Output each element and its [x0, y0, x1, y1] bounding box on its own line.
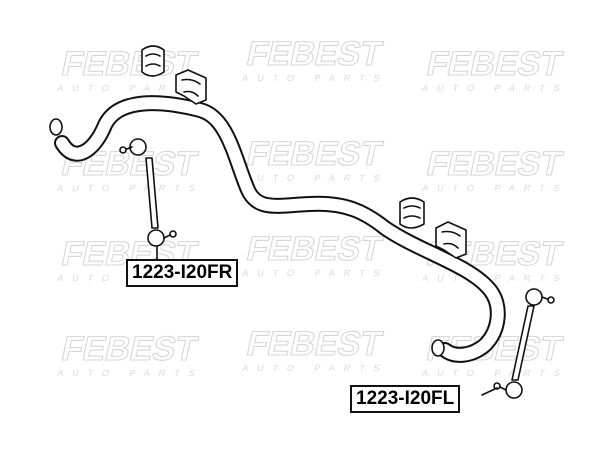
watermark-brand: FEBEST	[423, 45, 565, 83]
watermark-tagline: AUTO PARTS	[241, 268, 390, 278]
watermark: FEBEST AUTO PARTS	[241, 325, 390, 373]
watermark: FEBEST AUTO PARTS	[241, 230, 390, 278]
bar-end-eye-right	[49, 118, 63, 136]
watermark-brand: FEBEST	[243, 135, 385, 173]
watermark: FEBEST AUTO PARTS	[56, 45, 205, 93]
stabilizer-bar	[49, 95, 506, 363]
watermark: FEBEST AUTO PARTS	[421, 145, 570, 193]
watermark-brand: FEBEST	[243, 35, 385, 73]
watermark: FEBEST AUTO PARTS	[56, 330, 205, 378]
watermark-tagline: AUTO PARTS	[241, 173, 390, 183]
watermark-tagline: AUTO PARTS	[56, 83, 205, 93]
bushing-lower-1	[399, 197, 425, 229]
part-number-label-fl[interactable]: 1223-I20FL	[350, 385, 461, 413]
watermark-brand: FEBEST	[423, 145, 565, 183]
watermark-tagline: AUTO PARTS	[421, 273, 570, 283]
watermark-tagline: AUTO PARTS	[421, 183, 570, 193]
watermark-tagline: AUTO PARTS	[56, 368, 205, 378]
watermark-brand: FEBEST	[243, 230, 385, 268]
watermark: FEBEST AUTO PARTS	[241, 135, 390, 183]
bar-end-eye-left	[431, 339, 445, 357]
watermark: FEBEST AUTO PARTS	[241, 35, 390, 83]
stabilizer-link-fr	[119, 138, 177, 259]
watermark-tagline: AUTO PARTS	[421, 368, 570, 378]
stabilizer-link-fl	[493, 288, 555, 399]
bushing-bracket-lower	[435, 221, 467, 259]
watermark-tagline: AUTO PARTS	[56, 183, 205, 193]
leader-line-fl	[481, 387, 498, 396]
watermark-tagline: AUTO PARTS	[241, 363, 390, 373]
watermark-tagline: AUTO PARTS	[421, 83, 570, 93]
bushing-upper-1	[141, 45, 165, 77]
watermark-brand: FEBEST	[58, 330, 200, 368]
watermark-tagline: AUTO PARTS	[241, 73, 390, 83]
part-number-label-fr[interactable]: 1223-I20FR	[126, 259, 239, 287]
watermark: FEBEST AUTO PARTS	[421, 45, 570, 93]
bushing-bracket-upper	[175, 69, 207, 105]
watermark-brand: FEBEST	[243, 325, 385, 363]
